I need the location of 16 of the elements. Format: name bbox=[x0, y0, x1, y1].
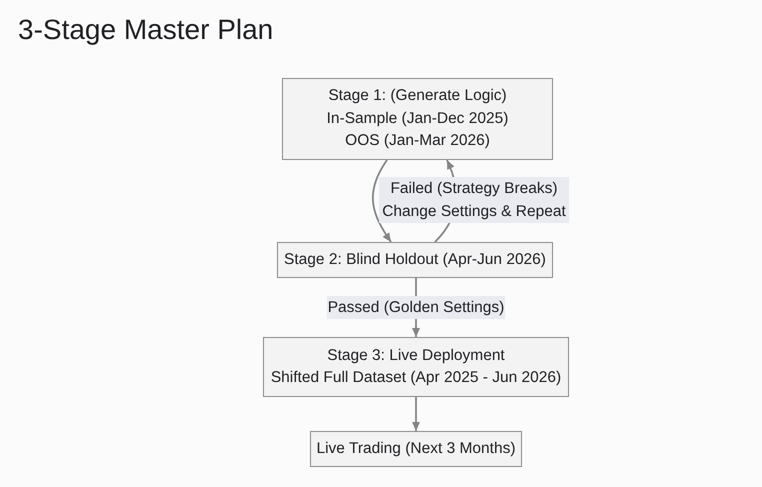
process-box bbox=[277, 242, 553, 278]
node-title: Live Trading (Next 3 Months) bbox=[316, 438, 516, 459]
node-text: In-Sample (Jan-Dec 2025) bbox=[326, 108, 508, 129]
node-text: Shifted Full Dataset (Apr 2025 - Jun 2026) bbox=[270, 368, 562, 388]
arrow bbox=[372, 160, 392, 242]
process-box bbox=[282, 78, 553, 160]
edge-label: Failed (Strategy Breaks) Change Settings & Repeat bbox=[379, 177, 569, 223]
node-title: Stage 1: (Generate Logic) bbox=[328, 86, 507, 106]
node-title: Stage 3: Live Deployment bbox=[327, 346, 505, 366]
arrow bbox=[412, 397, 420, 431]
diagram-title: 3-Stage Master Plan bbox=[18, 14, 274, 46]
process-box bbox=[310, 431, 522, 467]
node-text: OOS (Jan-Mar 2026) bbox=[345, 131, 490, 152]
node-title: Stage 2: Blind Holdout (Apr-Jun 2026) bbox=[284, 250, 546, 270]
edge-label: Passed (Golden Settings) bbox=[326, 296, 506, 318]
process-box bbox=[263, 337, 569, 397]
